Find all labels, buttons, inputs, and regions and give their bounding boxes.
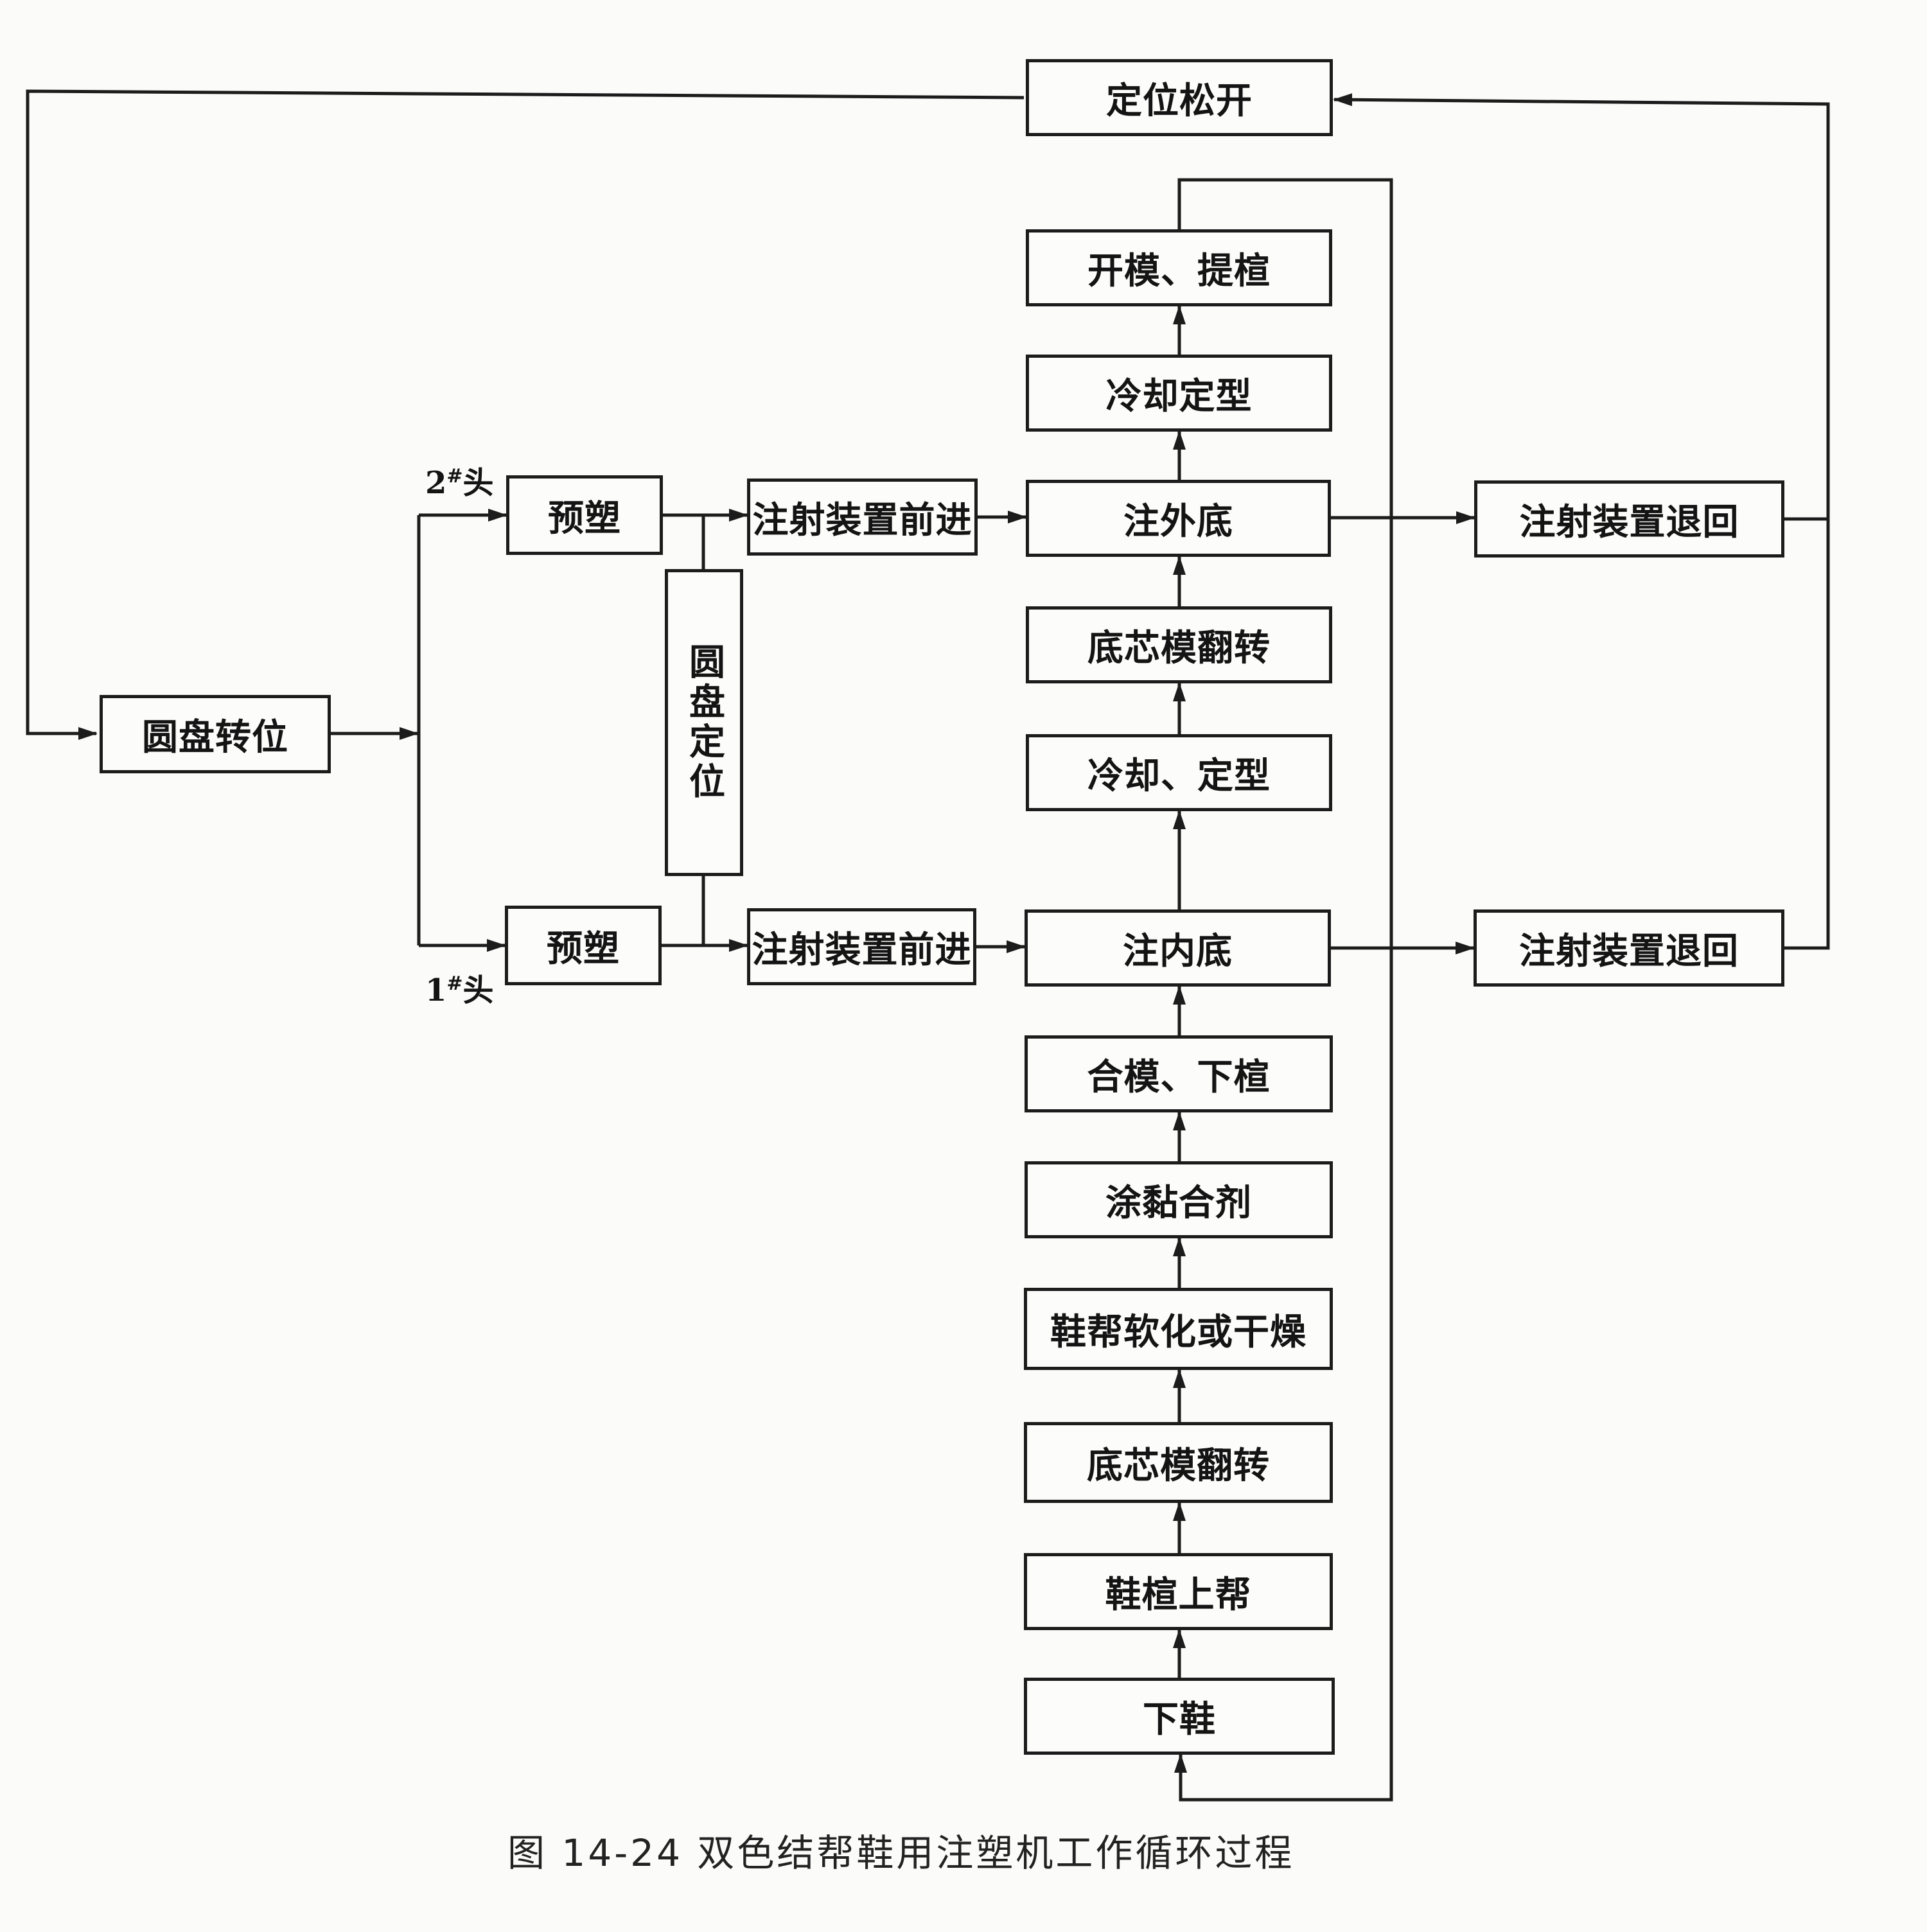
head-2-label: 2#头 [425,465,494,501]
loop-top-to-disk-index [26,89,1025,740]
open-mold-return-loop [1174,178,1393,1802]
soften-or-dry-upper-box: 鞋帮软化或干燥 [1024,1288,1333,1370]
flip-core-mold-bottom-box: 底芯模翻转 [1024,1422,1333,1503]
open-mold-lift-last-box: 开模、提楦 [1026,229,1332,306]
disk-index-box: 圆盘转位 [100,695,331,773]
release-positioning-box: 定位松开 [1026,59,1333,136]
flip-core-mold-top-box: 底芯模翻转 [1026,606,1332,683]
apply-adhesive-box: 涂黏合剂 [1025,1161,1333,1238]
inject-outer-sole-box: 注外底 [1026,480,1331,557]
remove-shoe-box: 下鞋 [1024,1678,1335,1755]
disk-position-box: 圆盘定位 [665,569,743,876]
inject-inner-sole-box: 注内底 [1025,909,1331,987]
last-upper-box: 鞋楦上帮 [1024,1553,1333,1630]
preplasticize-2-box: 预塑 [506,475,663,555]
injector-forward-1-box: 注射装置前进 [747,908,976,985]
loop-right-to-release [1333,93,1830,950]
cool-set-outer-box: 冷却定型 [1026,355,1332,432]
injector-forward-2-box: 注射装置前进 [747,479,978,556]
injector-retract-1-box: 注射装置退回 [1474,909,1784,987]
cool-set-inner-box: 冷却、定型 [1026,734,1332,811]
injector-retract-2-box: 注射装置退回 [1474,480,1784,558]
figure-caption: 图 14-24 双色结帮鞋用注塑机工作循环过程 [507,1831,1295,1875]
preplasticize-1-box: 预塑 [505,906,662,985]
head-1-label: 1#头 [425,972,494,1008]
close-mold-lower-last-box: 合模、下楦 [1025,1035,1333,1112]
